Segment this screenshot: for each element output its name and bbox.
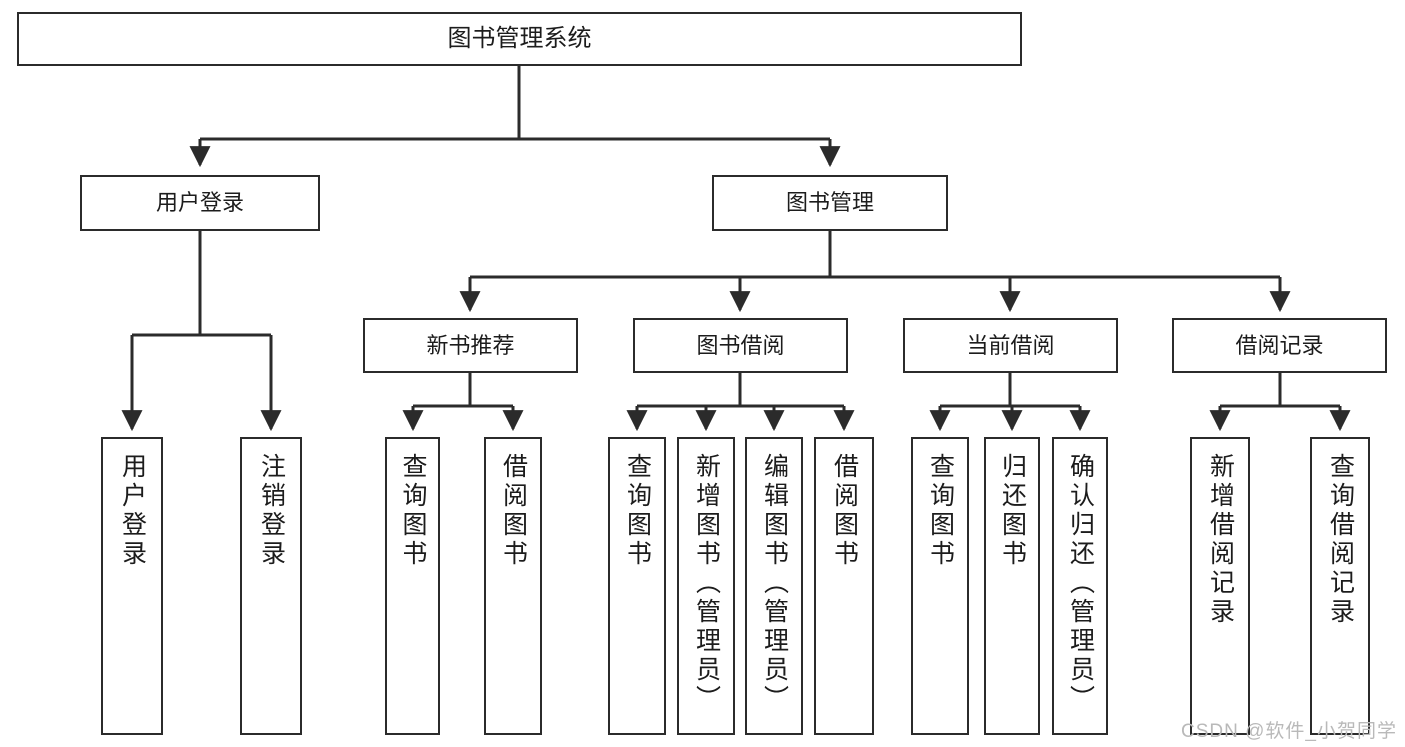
node-leaf-edit-book-admin[interactable]: 编辑图书（管理员） [745, 437, 803, 735]
node-level2-borrow-record[interactable]: 借阅记录 [1172, 318, 1387, 373]
node-label: 查询图书 [623, 453, 652, 569]
node-leaf-confirm-return-admin[interactable]: 确认归还（管理员） [1052, 437, 1108, 735]
node-label: 图书借阅 [696, 332, 785, 358]
node-label: 查询借阅记录 [1326, 453, 1355, 627]
node-level2-current-borrow[interactable]: 当前借阅 [903, 318, 1118, 373]
node-label: 新增借阅记录 [1206, 453, 1235, 627]
node-leaf-query-book-recommend[interactable]: 查询图书 [385, 437, 440, 735]
node-leaf-user-login[interactable]: 用户登录 [101, 437, 163, 735]
node-label: 借阅记录 [1235, 332, 1324, 358]
node-leaf-add-book-admin[interactable]: 新增图书（管理员） [677, 437, 735, 735]
node-label: 新增图书（管理员） [692, 453, 721, 714]
node-label: 用户登录 [118, 453, 147, 569]
node-label: 当前借阅 [966, 332, 1055, 358]
watermark: CSDN @软件_小贺同学 [1181, 721, 1397, 742]
node-leaf-query-borrow-record[interactable]: 查询借阅记录 [1310, 437, 1370, 735]
node-leaf-query-book-borrow[interactable]: 查询图书 [608, 437, 666, 735]
node-root[interactable]: 图书管理系统 [17, 12, 1022, 66]
node-level2-new-book-recommend[interactable]: 新书推荐 [363, 318, 578, 373]
node-label: 用户登录 [155, 190, 244, 216]
node-label: 注销登录 [257, 453, 286, 569]
node-leaf-borrow-book-recommend[interactable]: 借阅图书 [484, 437, 542, 735]
node-label: 新书推荐 [426, 332, 515, 358]
node-label: 确认归还（管理员） [1066, 453, 1095, 714]
node-leaf-return-book[interactable]: 归还图书 [984, 437, 1040, 735]
node-label: 借阅图书 [830, 453, 859, 569]
node-label: 查询图书 [399, 453, 427, 569]
node-label: 图书管理 [785, 190, 874, 216]
node-leaf-query-book-current[interactable]: 查询图书 [911, 437, 969, 735]
node-label: 编辑图书（管理员） [760, 453, 789, 714]
node-level2-book-borrow[interactable]: 图书借阅 [633, 318, 848, 373]
node-leaf-borrow-book[interactable]: 借阅图书 [814, 437, 874, 735]
node-label: 图书管理系统 [447, 25, 592, 52]
node-level1-book-management[interactable]: 图书管理 [712, 175, 948, 231]
node-label: 归还图书 [998, 453, 1027, 569]
node-leaf-logout[interactable]: 注销登录 [240, 437, 302, 735]
node-level1-user-login[interactable]: 用户登录 [80, 175, 320, 231]
node-label: 查询图书 [926, 453, 955, 569]
node-leaf-add-borrow-record[interactable]: 新增借阅记录 [1190, 437, 1250, 735]
node-label: 借阅图书 [499, 453, 528, 569]
